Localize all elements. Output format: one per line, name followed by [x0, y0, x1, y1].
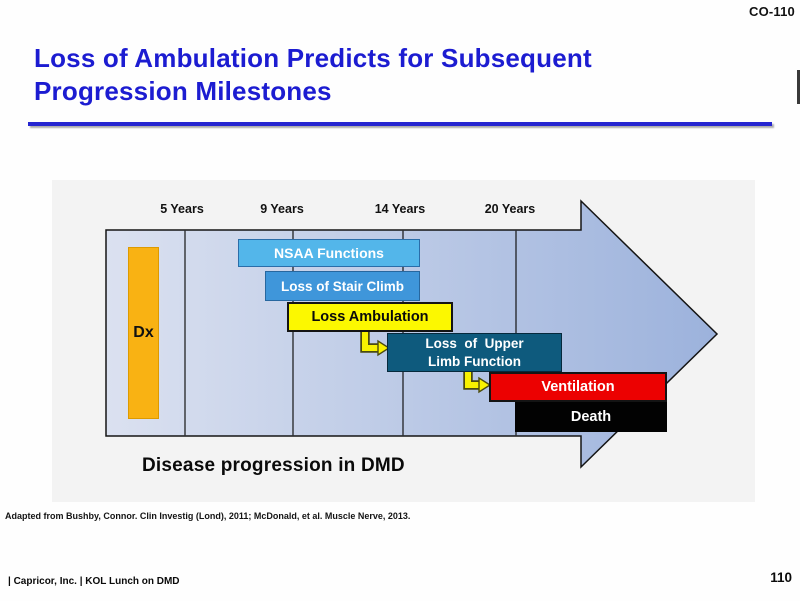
milestone-dx: Dx — [128, 247, 159, 419]
year-label-9: 9 Years — [260, 202, 304, 216]
milestone-upperlimb-label-line2: Limb Function — [428, 353, 521, 369]
milestone-loss-of-upper-limb-function: Loss of Upper Limb Function — [387, 333, 562, 372]
milestone-death-label: Death — [570, 409, 612, 425]
milestone-ventilation-label: Ventilation — [541, 379, 615, 395]
year-label-14: 14 Years — [374, 202, 426, 216]
title-line-2: Progression Milestones — [34, 76, 332, 106]
page-title: Loss of Ambulation Predicts for Subseque… — [34, 42, 592, 108]
milestone-stair-label: Loss of Stair Climb — [280, 278, 405, 294]
diagram-caption: Disease progression in DMD — [142, 455, 405, 476]
right-edge-mark — [797, 70, 800, 104]
slide-code: CO-110 — [748, 4, 795, 19]
milestone-dx-label: Dx — [133, 324, 154, 341]
title-line-1: Loss of Ambulation Predicts for Subseque… — [34, 43, 592, 73]
citation-text: Adapted from Bushby, Connor. Clin Invest… — [5, 511, 411, 521]
year-label-20: 20 Years — [484, 202, 536, 216]
footer-text: | Capricor, Inc. | KOL Lunch on DMD — [8, 576, 180, 587]
milestone-loss-ambulation: Loss Ambulation — [287, 302, 453, 332]
milestone-nsaa-label: NSAA Functions — [274, 245, 384, 261]
milestone-loss-of-stair-climb: Loss of Stair Climb — [265, 271, 420, 301]
title-underline-rule — [28, 122, 772, 126]
year-label-5: 5 Years — [160, 202, 204, 216]
connector-ambulation-to-upperlimb-icon — [360, 332, 391, 357]
milestone-ambulation-label: Loss Ambulation — [311, 309, 429, 325]
page-number: 110 — [770, 570, 792, 585]
milestone-ventilation: Ventilation — [489, 372, 667, 402]
milestone-upperlimb-label-line1: Loss of Upper — [425, 335, 524, 351]
milestone-nsaa-functions: NSAA Functions — [238, 239, 420, 267]
connector-upperlimb-to-ventilation-icon — [463, 372, 492, 394]
milestone-death: Death — [515, 402, 667, 432]
